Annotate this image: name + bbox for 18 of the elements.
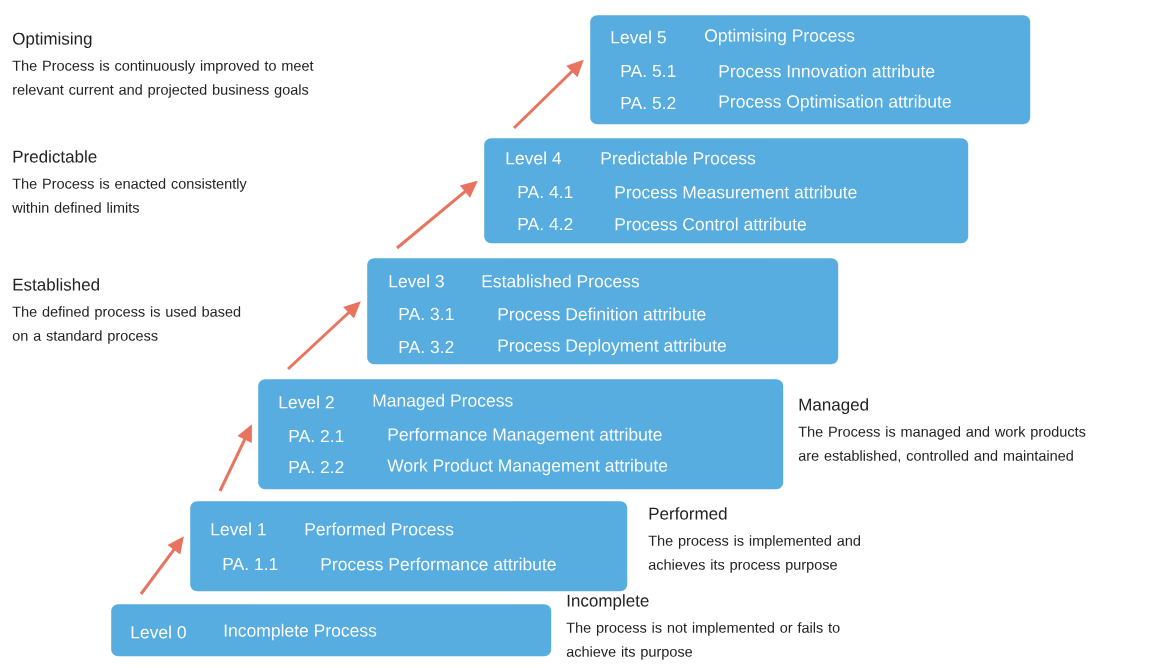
level-title: Managed	[799, 398, 868, 415]
level-box: Level 4 Predictable Process PA. 4.1 Process Measurement attribute PA. 4.2 Process Control attribute	[484, 138, 969, 244]
level-title: Predictable	[13, 150, 97, 163]
level-title: Optimising	[13, 32, 92, 49]
level-title: Incomplete	[567, 594, 649, 611]
level-description: The Process is managed and work products are established, controlled and maintained	[798, 426, 1086, 463]
level-box: Level 1 Performed Process PA. 1.1 Process Performance attribute	[190, 501, 628, 592]
level-description: The Process is enacted consistently within defined limits	[12, 178, 247, 213]
level-description: The process is implemented and achieves its process purpose	[648, 535, 860, 573]
level-title: Established	[13, 278, 99, 291]
level-box: Level 3 Established Process PA. 3.1 Process Definition attribute PA. 3.2 Process Deployment attribute	[367, 258, 839, 365]
level-description: The defined process is used based on a standard process	[12, 306, 241, 344]
level-description: The Process is continuously improved to meet relevant current and projected business goals	[12, 60, 314, 98]
level-box: Level 5 Optimising Process PA. 5.1 Process Innovation attribute PA. 5.2 Process Optimisation attribute	[590, 15, 1031, 125]
level-description: The process is not implemented or fails to achieve its purpose	[566, 622, 840, 660]
level-title: Performed	[649, 507, 727, 520]
level-box: Level 0 Incomplete Process	[111, 604, 552, 657]
level-box: Level 2 Managed Process PA. 2.1 Performance Management attribute PA. 2.2 Work Product Management attribute	[258, 379, 784, 490]
